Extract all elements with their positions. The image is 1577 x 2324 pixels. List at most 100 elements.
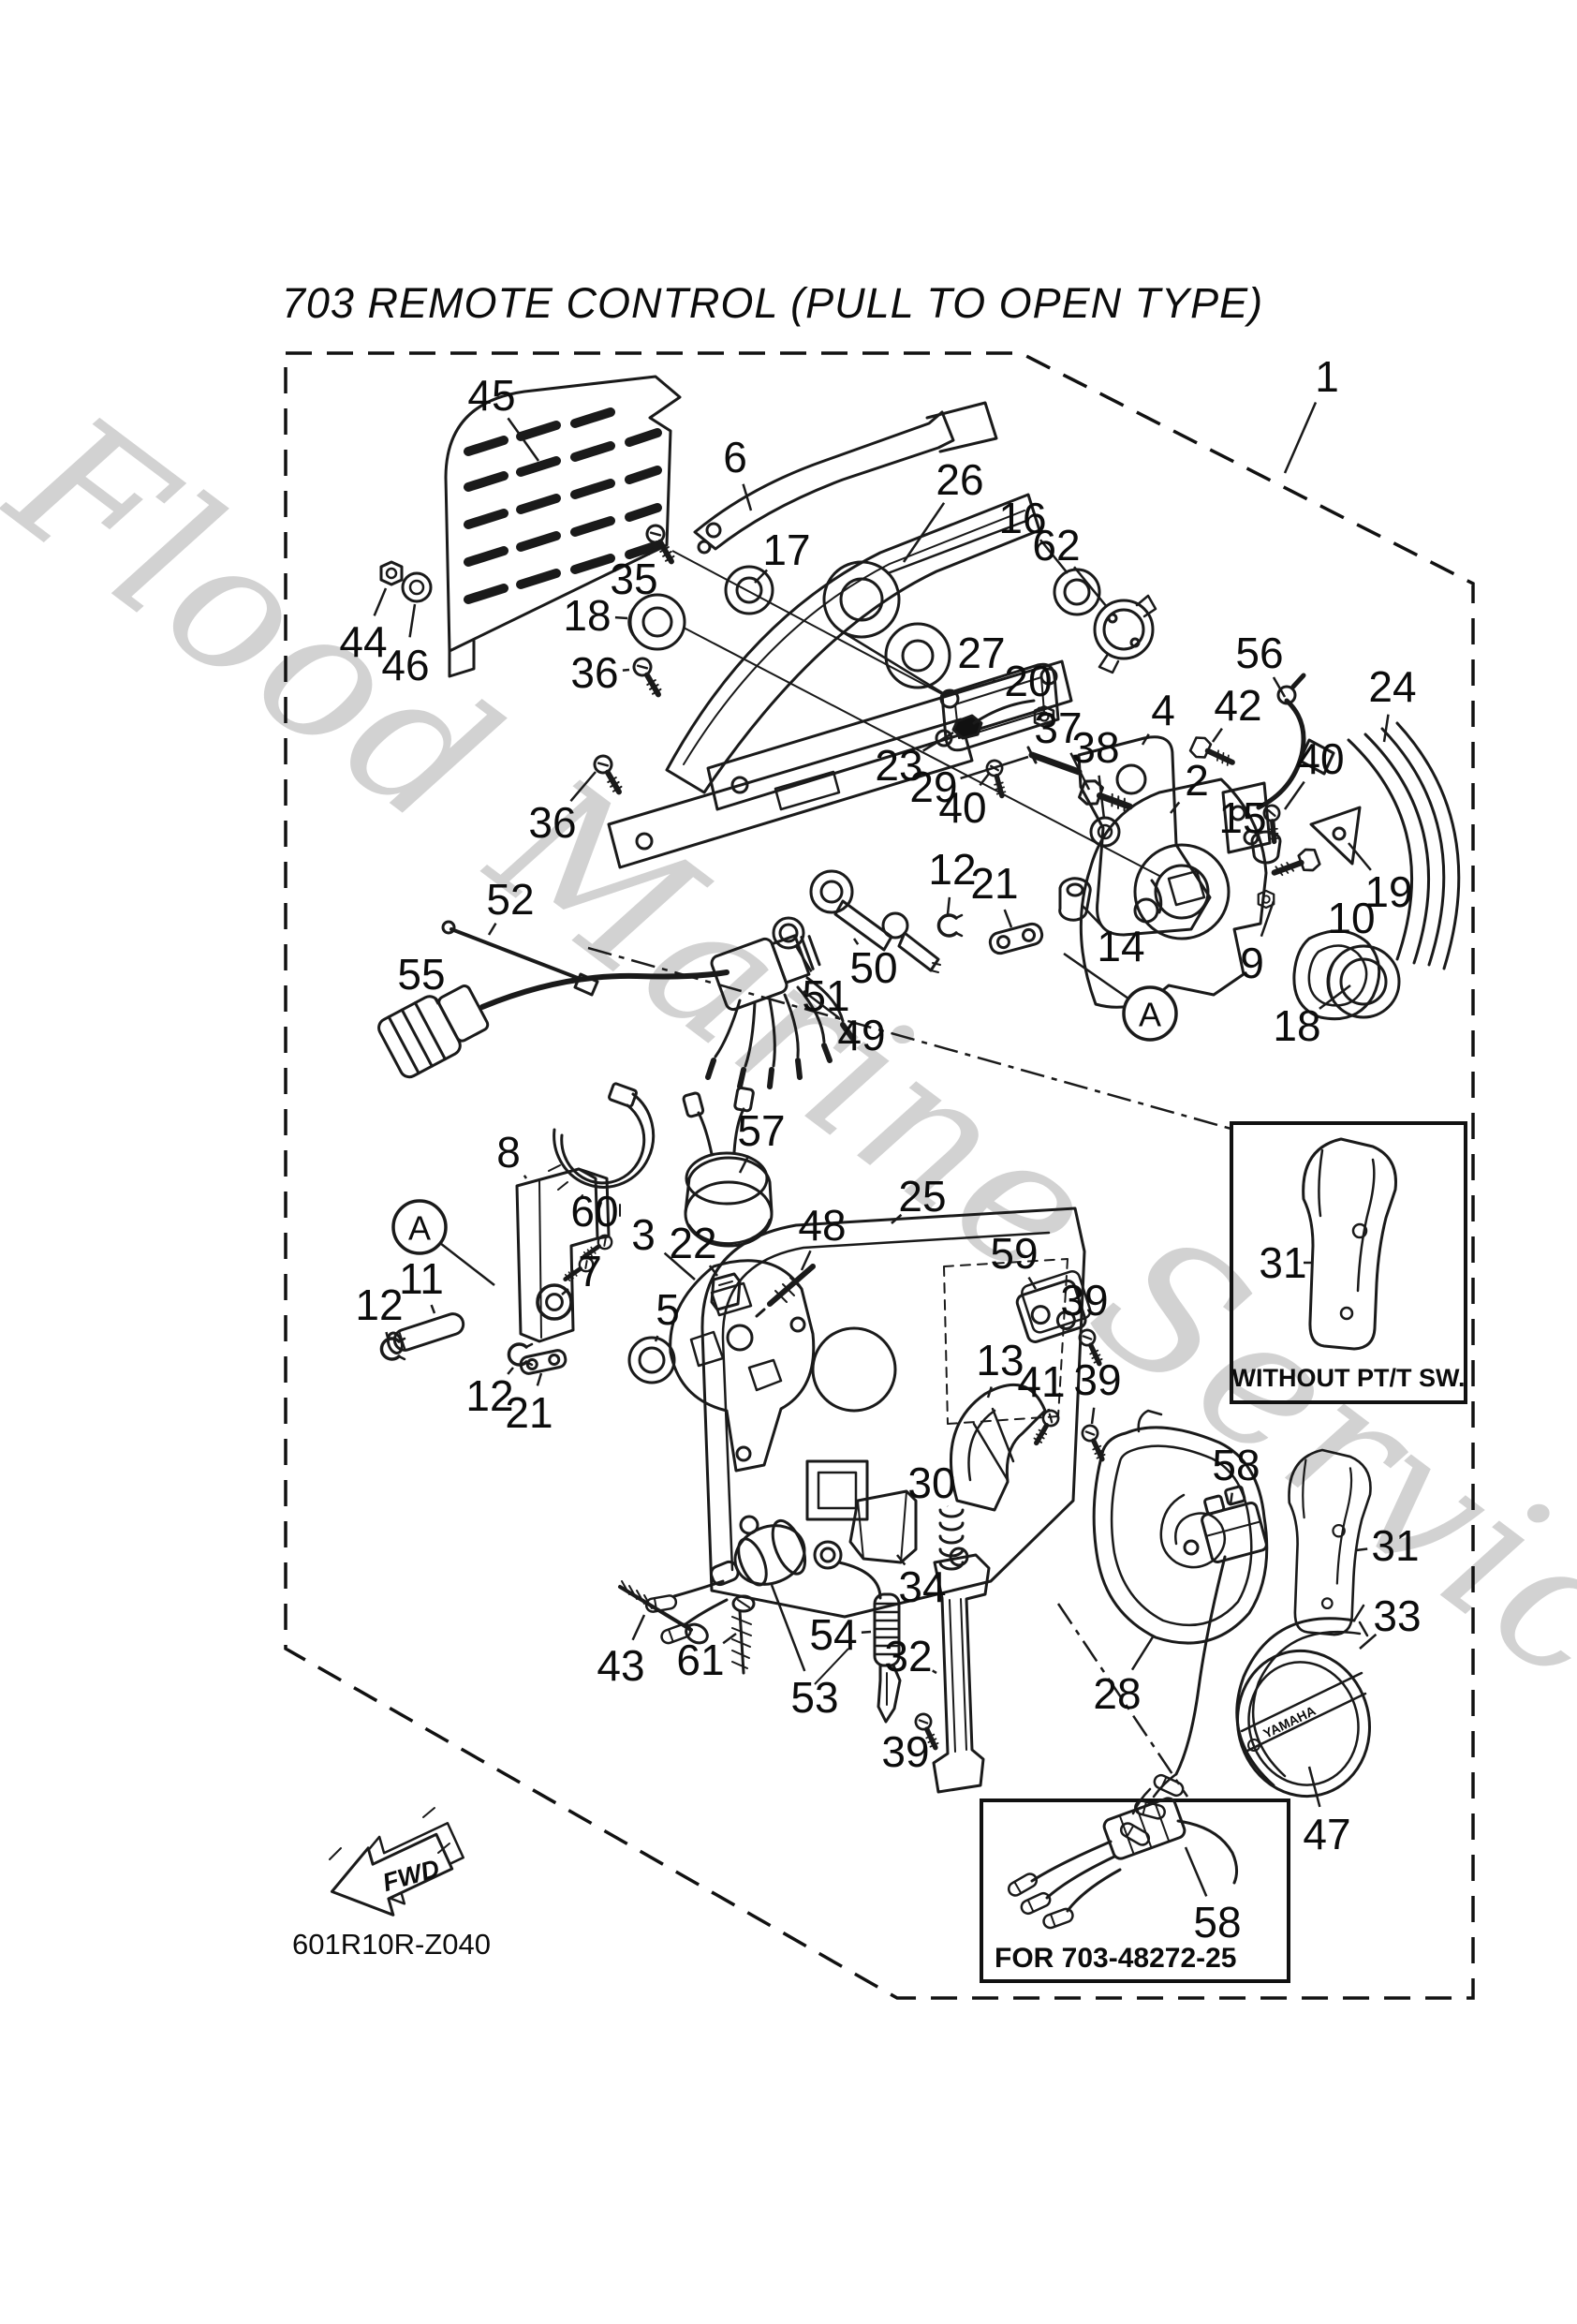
callout-28: 28 <box>1093 1669 1141 1718</box>
callout-2: 2 <box>1185 756 1209 805</box>
callout-48: 48 <box>798 1201 846 1250</box>
leader-line-12 <box>946 896 951 915</box>
part-58-lead-upper <box>1117 1485 1268 1849</box>
callout-21: 21 <box>970 859 1018 908</box>
callout-59: 59 <box>990 1229 1038 1278</box>
part-46-washer <box>401 571 433 603</box>
callout-3: 3 <box>631 1210 656 1259</box>
callout-26: 26 <box>936 455 983 504</box>
callout-29: 29 <box>909 762 957 811</box>
part-61-screw <box>731 1594 756 1675</box>
part-12-clip-right <box>936 913 964 938</box>
part-52-wire <box>441 920 599 997</box>
callout-36: 36 <box>528 798 576 847</box>
part-58-harness-inset <box>1005 1797 1239 1932</box>
callout-43: 43 <box>597 1641 644 1690</box>
part-48-screw <box>755 1264 816 1318</box>
part-47-cover: YAMAHA <box>1236 1649 1371 1799</box>
callout-12: 12 <box>355 1280 403 1329</box>
callout-10: 10 <box>1327 894 1375 942</box>
leader-line-23 <box>922 731 954 752</box>
leader-line-45 <box>507 417 540 462</box>
callout-47: 47 <box>1303 1810 1350 1858</box>
callout-39: 39 <box>1073 1355 1121 1404</box>
callout-33: 33 <box>1373 1591 1421 1640</box>
part-31-grip <box>1288 1448 1372 1636</box>
leader-line-25 <box>891 1213 903 1224</box>
leader-line-12 <box>507 1367 514 1375</box>
leader-line-11 <box>430 1304 436 1314</box>
callout-22: 22 <box>669 1219 716 1267</box>
part-30-spring <box>938 1508 965 1571</box>
callout-38: 38 <box>1071 723 1119 772</box>
leader-line-16 <box>1039 539 1069 574</box>
part-19-plate <box>1309 806 1362 866</box>
part-15-cap <box>1250 830 1282 865</box>
callout-23: 23 <box>875 741 922 790</box>
callout-11: 11 <box>399 1254 444 1303</box>
inset-for-703-box <box>980 1799 1290 1983</box>
part-22-clip <box>710 1272 742 1311</box>
detail-marker-A: A <box>408 1209 431 1248</box>
part-5-bushing <box>627 1336 676 1384</box>
part-17-grommet <box>724 565 774 615</box>
leader-line-27 <box>992 677 996 683</box>
callout-60: 60 <box>570 1187 618 1236</box>
leader-line-58 <box>1184 1846 1208 1897</box>
part-50-key-set <box>809 869 941 973</box>
leader-line-37 <box>1069 752 1091 791</box>
leader-line-8 <box>523 1175 528 1179</box>
part-28-handle-frame <box>1092 1409 1269 1645</box>
callout-8: 8 <box>496 1128 521 1177</box>
leader-line-58 <box>1229 1492 1233 1505</box>
drawing-code: 601R10R-Z040 <box>292 1928 491 1961</box>
inset-caption-without-ptt: WITHOUT PT/T SW. <box>1232 1364 1466 1392</box>
callout-21: 21 <box>505 1388 553 1437</box>
leader-line-35 <box>647 547 655 555</box>
callout-20: 20 <box>1004 657 1052 705</box>
callout-42: 42 <box>1214 681 1261 730</box>
leader-line-47 <box>1307 1766 1321 1808</box>
callout-45: 45 <box>467 371 515 420</box>
leader-line-42 <box>1211 727 1223 743</box>
part-29-pin <box>1026 746 1083 776</box>
callout-25: 25 <box>898 1172 946 1221</box>
part-53-switch <box>643 1518 807 1647</box>
detail-marker-A: A <box>1139 996 1161 1034</box>
part-59-stopper <box>1015 1270 1092 1343</box>
leader-line-21 <box>1003 909 1013 928</box>
leader-line-43 <box>631 1614 646 1641</box>
callout-49: 49 <box>837 1011 885 1059</box>
callout-39: 39 <box>881 1727 929 1776</box>
callout-18: 18 <box>1273 1001 1320 1050</box>
leader-line-13 <box>986 1386 993 1399</box>
part-45-vent-plate <box>444 375 682 678</box>
part-26-bracket-frame <box>607 493 1073 869</box>
leader-line-1 <box>1283 401 1318 474</box>
callout-41: 41 <box>1017 1357 1065 1406</box>
callout-35: 35 <box>610 555 657 603</box>
part-51-washer <box>772 916 805 950</box>
leader-line-26 <box>902 502 946 563</box>
leader-line-36 <box>622 668 630 672</box>
callout-12: 12 <box>928 845 976 894</box>
callout-56: 56 <box>1235 629 1283 677</box>
leader-line-59 <box>1027 1277 1038 1290</box>
leader-line-41 <box>1047 1408 1051 1412</box>
part-25-housing <box>700 1206 1086 1619</box>
callout-31: 31 <box>1371 1521 1419 1570</box>
leader-line-2 <box>1170 801 1181 814</box>
part-62-retainer <box>1093 594 1157 674</box>
part-55-connector <box>377 984 490 1079</box>
callout-30: 30 <box>907 1458 955 1507</box>
callout-57: 57 <box>737 1106 785 1155</box>
leader-line-44 <box>373 587 388 616</box>
detail-marker-circle <box>391 1199 448 1255</box>
leader-line-52 <box>487 923 497 936</box>
callout-27: 27 <box>957 629 1005 677</box>
part-44-nut <box>379 560 404 586</box>
callout-36: 36 <box>570 648 618 697</box>
callout-53: 53 <box>790 1673 838 1722</box>
